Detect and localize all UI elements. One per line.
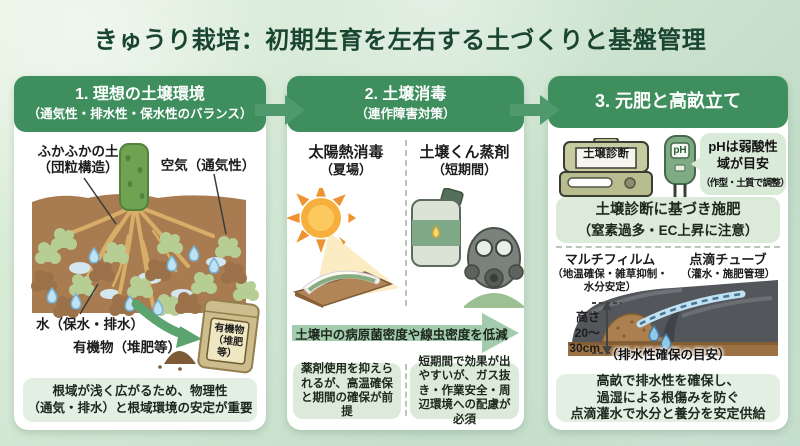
organic-matter-label: 有機物（堆肥等） <box>73 340 181 355</box>
divider <box>405 140 407 306</box>
bed-height-label: 高さ 20〜30cm <box>569 310 600 356</box>
fumigant-note: 短期間で効果が出やすいが、ガス抜き・作業安全・周辺環境への配慮が必須 <box>410 356 519 426</box>
solar-disinfection-title: 太陽熱消毒 （夏場） <box>308 144 384 177</box>
flow-arrow-icon <box>292 313 519 353</box>
air-label: 空気（通気性） <box>160 158 256 173</box>
fumigant-jug-icon <box>411 188 464 267</box>
soil-test-kit-label: 土壌診断 <box>583 148 629 160</box>
step2-header: 2. 土壌消毒 （連作障害対策） <box>287 76 524 132</box>
fumigant-and-mask-illustration <box>411 188 524 308</box>
step1-header-subtitle: （通気性・排水性・保水性のバランス） <box>27 107 253 122</box>
compost-bag-icon <box>197 298 260 374</box>
solar-note: 薬剤使用を抑えられるが、高温確保と期間の確保が前提 <box>293 363 401 419</box>
step2-card: 2. 土壌消毒 （連作障害対策） 太陽熱消毒 （夏場） 土壌くん蒸剤 （短期間） <box>287 76 524 430</box>
fertilizer-note: 土壌診断に基づき施肥 （窒素過多・EC上昇に注意） <box>556 197 780 243</box>
step3-header-title: 3. 元肥と高畝立て <box>594 91 741 112</box>
step2-to-step3-arrow-icon <box>510 95 560 125</box>
step1-header-title: 1. 理想の土壌環境 <box>75 86 205 104</box>
drip-tube-label: 点滴チューブ （灌水・施肥管理） <box>680 252 776 281</box>
step1-header: 1. 理想の土壌環境 （通気性・排水性・保水性のバランス） <box>14 76 266 132</box>
sun-and-solar-bed-illustration <box>287 188 399 308</box>
ph-meter-screen-label: pH <box>673 145 687 156</box>
step2-header-title: 2. 土壌消毒 <box>364 86 447 104</box>
soil-structure-illustration <box>31 143 260 374</box>
step3-note: 高畝で排水性を確保し、 過湿による根傷みを防ぐ 点滴灌水で水分と養分を安定供給 <box>556 373 780 422</box>
gas-mask-icon <box>464 227 524 308</box>
divider <box>405 364 407 416</box>
ph-speech-bubble: pHは弱酸性 域が目安 （作型・土質で調整） <box>691 133 790 195</box>
sun-icon <box>287 188 356 253</box>
divider <box>556 246 780 248</box>
fumigant-title: 土壌くん蒸剤 （短期間） <box>419 144 510 177</box>
page-title: きゅうり栽培：初期生育を左右する土づくりと基盤管理 <box>93 27 707 54</box>
reduction-arrow-banner: 土壌中の病原菌密度や線虫密度を低減 <box>292 310 519 356</box>
step1-card: 1. 理想の土壌環境 （通気性・排水性・保水性のバランス） <box>14 76 266 430</box>
raised-bed-illustration <box>568 280 778 356</box>
water-drops-icon <box>648 324 672 350</box>
fluffy-soil-label: ふかふかの土 （団粒構造） <box>37 144 119 176</box>
soil-test-kit-icon <box>559 138 653 197</box>
mulch-film-label: マルチフィルム （地温確保・雑草抑制・ 水分安定） <box>552 252 668 294</box>
step2-header-subtitle: （連作障害対策） <box>355 107 456 122</box>
compost-bag-label: 有機物 （堆肥等） <box>212 322 245 360</box>
step1-to-step2-arrow-icon <box>255 95 305 125</box>
step1-note: 根域が浅く広がるため、物理性 （通気・排水）と根域環境の安定が重要 <box>23 378 257 422</box>
drainage-label: （排水性確保の目安） <box>605 348 731 362</box>
water-label: 水（保水・排水） <box>36 317 144 332</box>
reduction-arrow-text: 土壌中の病原菌密度や線虫密度を低減 <box>295 327 508 342</box>
step3-header: 3. 元肥と高畝立て <box>548 76 788 128</box>
step3-card: 3. 元肥と高畝立て 土壌診断 pH pHは弱酸性 域が目安 （作型・土質で調整… <box>548 76 790 430</box>
